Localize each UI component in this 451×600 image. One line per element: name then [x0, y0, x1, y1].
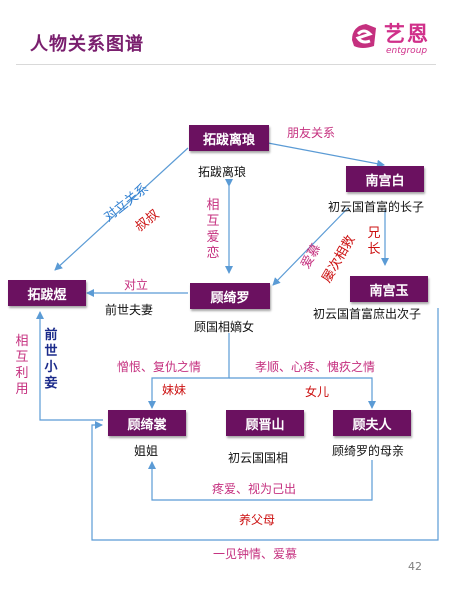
label-dote: 疼爱、视为己出 [212, 482, 297, 496]
label-friends: 朋友关系 [287, 126, 336, 140]
label-adoptive-mother: 养父母 [239, 513, 276, 527]
node-gu-jinshan[interactable]: 顾晋山 [226, 410, 304, 436]
desc-gu-furen: 顾绮罗的母亲 [332, 444, 405, 458]
page-title: 人物关系图谱 [30, 34, 144, 55]
label-mutual-love: 相互爱恋 [206, 198, 220, 261]
node-gu-qishang[interactable]: 顾绮裳 [108, 410, 186, 436]
node-tuoba-yu[interactable]: 拓跋煜 [8, 280, 86, 306]
label-past-concubine: 前世小妾 [44, 328, 58, 391]
label-filial: 孝顺、心疼、愧疚之情 [255, 360, 376, 374]
desc-gu-jinshan: 初云国国相 [228, 451, 289, 465]
line-love-first-sight [91, 308, 439, 541]
logo-chinese-text: 艺恩 [384, 22, 430, 46]
label-mutual-use: 相互利用 [15, 334, 29, 397]
entgroup-logo: 艺恩 entgroup [348, 18, 440, 60]
logo-english-text: entgroup [386, 46, 428, 56]
line-to-sister [148, 333, 230, 409]
desc-nangong-yu: 初云国首富庶出次子 [313, 307, 422, 321]
desc-tuoba-lilang: 拓跋离琅 [198, 165, 247, 179]
line-to-mother [229, 377, 376, 409]
label-opposed-mid: 对立 [124, 278, 149, 292]
line-mutual-use [36, 311, 103, 421]
line-opposed-left [54, 147, 189, 271]
label-younger-sister: 妹妹 [162, 383, 187, 397]
label-older-brother: 兄长 [367, 226, 381, 257]
desc-tuoba-yu: 前世夫妻 [105, 303, 154, 317]
title-underline [16, 64, 436, 65]
node-nangong-bai[interactable]: 南宫白 [346, 166, 424, 192]
node-nangong-yu[interactable]: 南宫玉 [350, 276, 428, 302]
node-gu-qiluo[interactable]: 顾绮罗 [190, 283, 270, 309]
entgroup-logo-icon [352, 24, 376, 48]
desc-gu-qiluo: 顾国相嫡女 [194, 320, 255, 334]
desc-gu-qishang: 姐姐 [134, 444, 159, 458]
label-love-first-sight: 一见钟情、爱慕 [213, 547, 298, 561]
line-friends [267, 142, 385, 168]
line-dote [148, 460, 373, 501]
node-gu-furen[interactable]: 顾夫人 [333, 410, 411, 436]
label-hatred: 憎恨、复仇之情 [117, 360, 202, 374]
node-tuoba-lilang[interactable]: 拓跋离琅 [189, 125, 269, 151]
line-save [272, 207, 349, 286]
page-number: 42 [408, 560, 422, 573]
label-daughter: 女儿 [305, 385, 330, 399]
desc-nangong-bai: 初云国首富的长子 [328, 200, 425, 214]
